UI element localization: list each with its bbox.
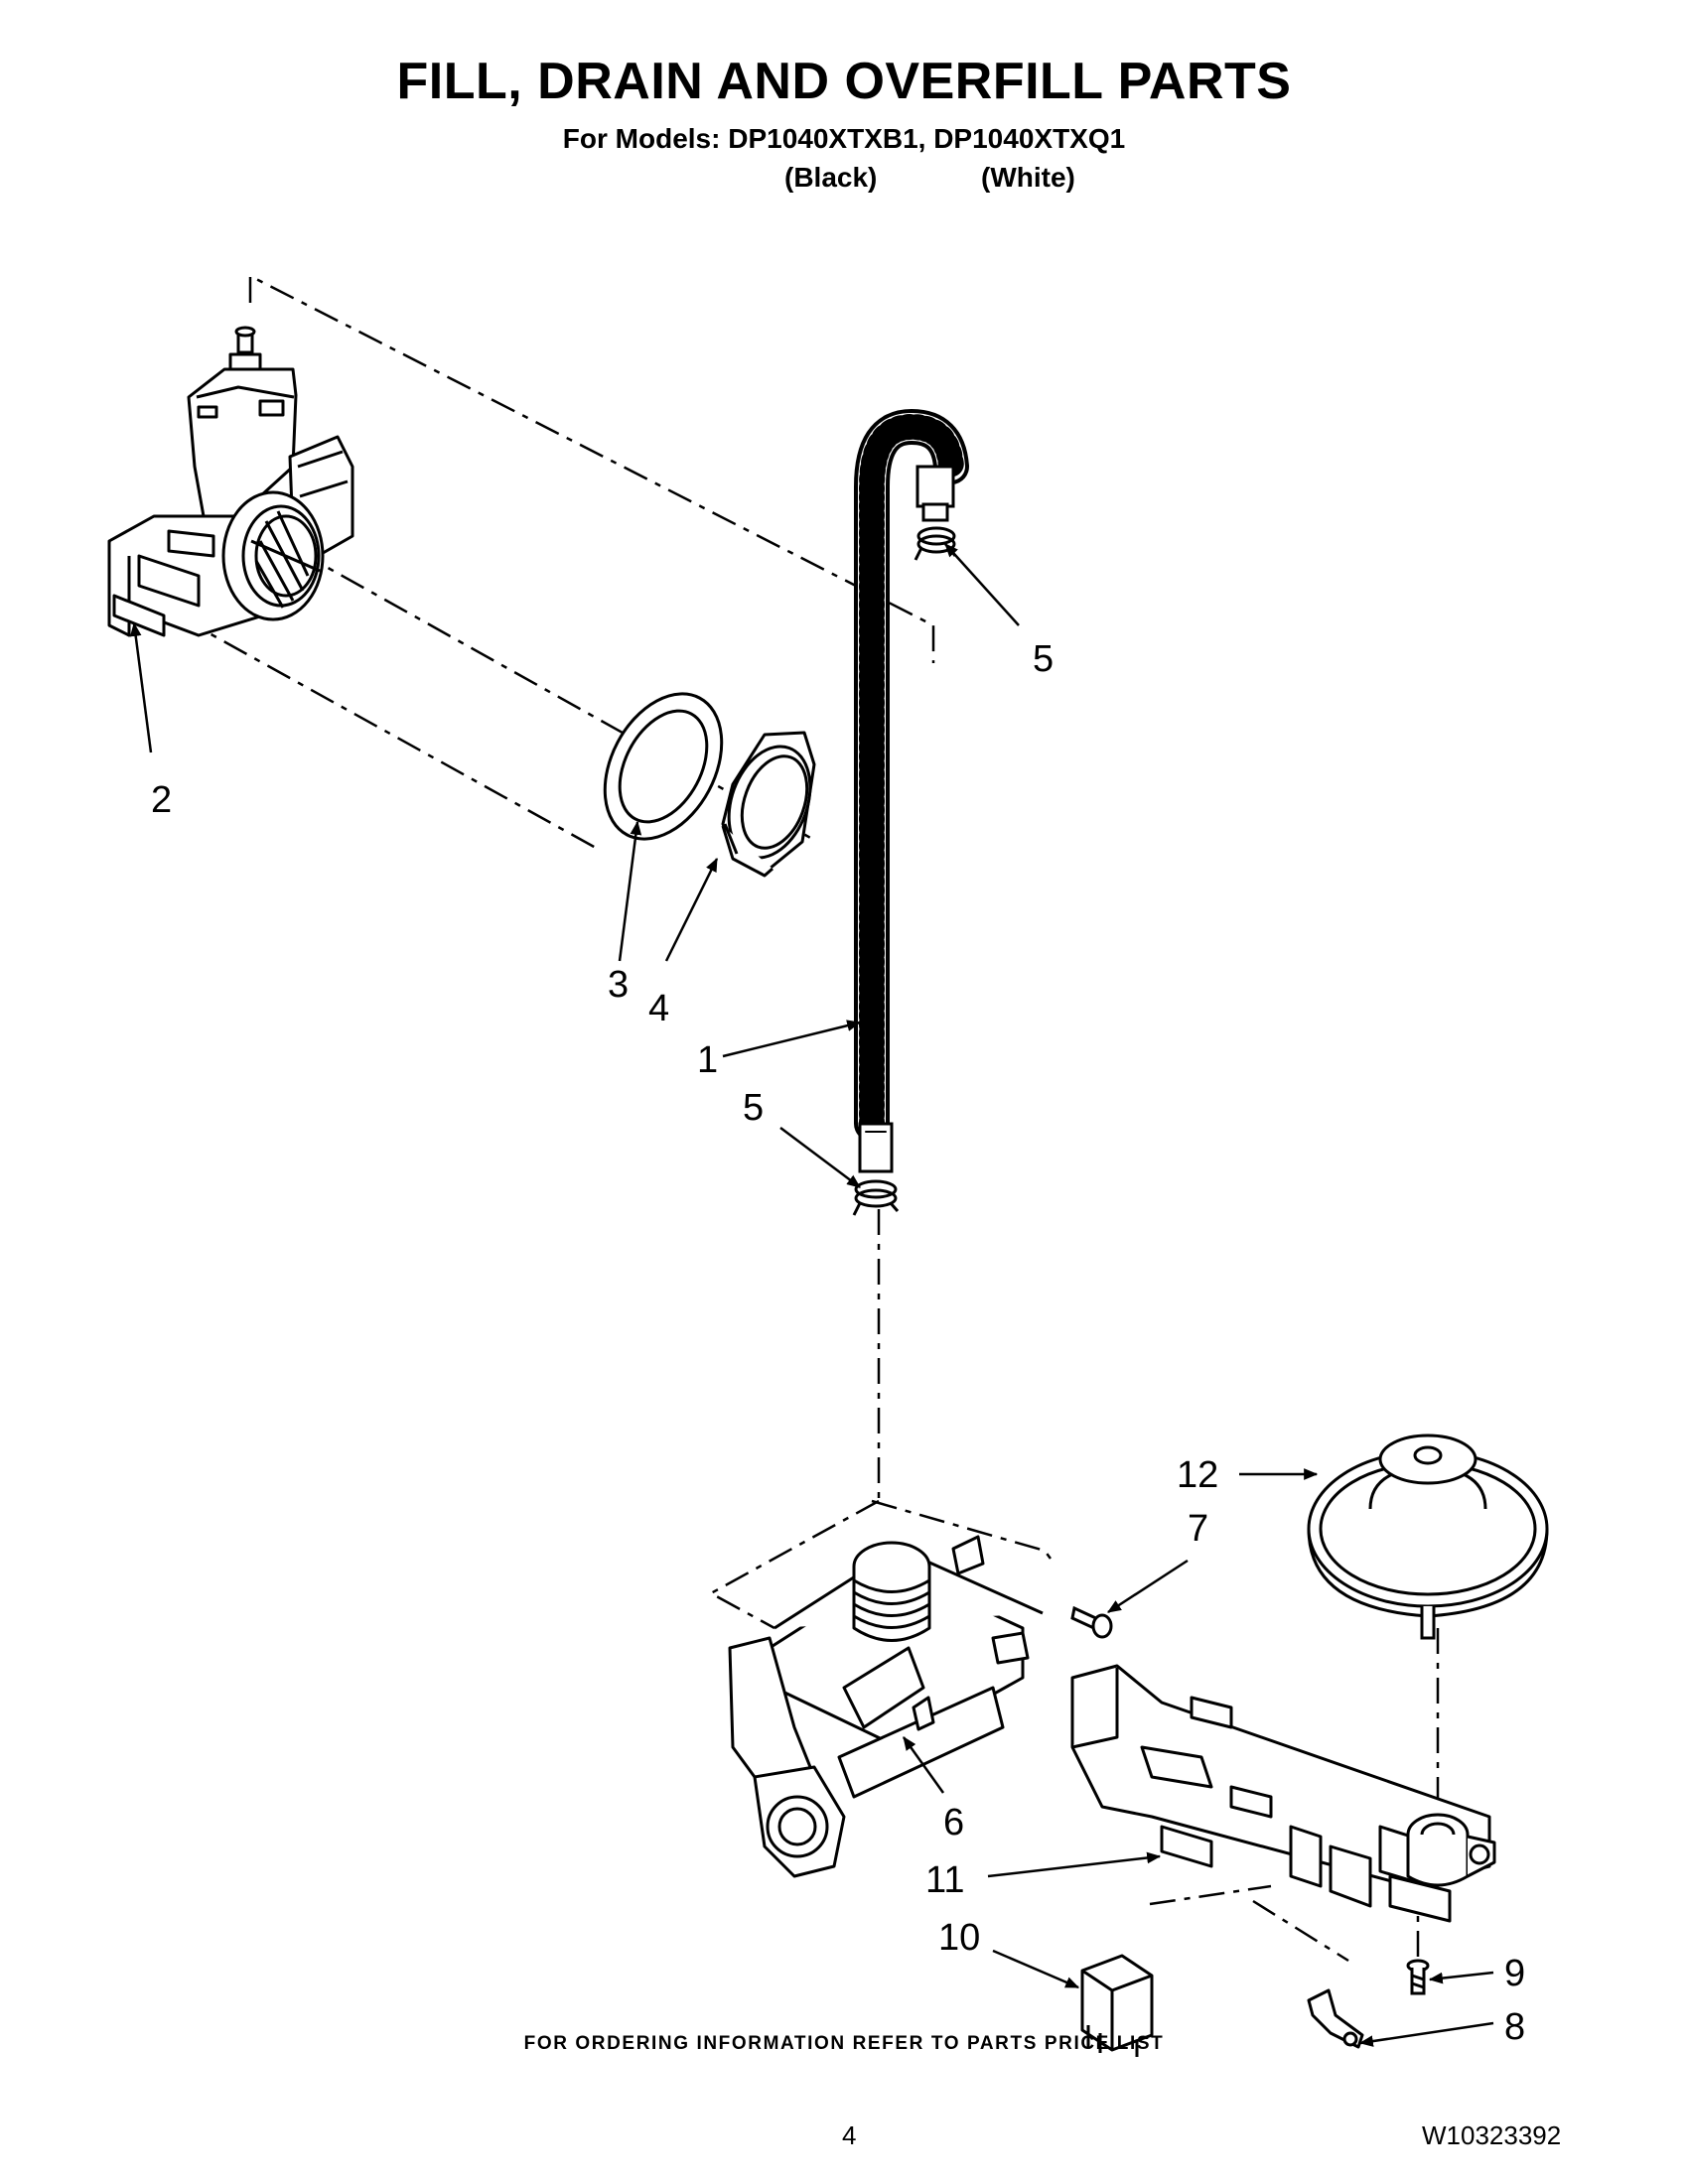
drain-pump-assembly	[728, 1535, 1044, 1878]
screw-part-9	[1406, 1959, 1430, 1995]
page-number: 4	[842, 2120, 857, 2150]
callout-6: 6	[943, 1802, 964, 1843]
callout-5-upper: 5	[1033, 638, 1054, 680]
overfill-switch	[1080, 1954, 1154, 2057]
hose-clamp-upper	[914, 526, 957, 561]
callout-10: 10	[938, 1917, 980, 1959]
callout-4: 4	[648, 988, 669, 1029]
document-number: W10323392	[1422, 2120, 1562, 2150]
float	[1307, 1433, 1549, 1640]
callout-8: 8	[1504, 2006, 1525, 2048]
fill-funnel-assembly	[107, 326, 354, 637]
hose-clamp-lower	[852, 1179, 900, 1216]
callout-12: 12	[1177, 1454, 1218, 1496]
color-label-white: (White)	[981, 162, 1075, 193]
gasket-ring	[603, 692, 724, 841]
screw-part-7	[1070, 1605, 1113, 1639]
callout-7: 7	[1188, 1508, 1208, 1550]
callout-2: 2	[151, 779, 172, 821]
assembly-dashed-lines	[180, 273, 1440, 1963]
callout-5-lower: 5	[743, 1087, 764, 1129]
leader-arrows	[129, 543, 1494, 2047]
color-label-black: (Black)	[784, 162, 878, 193]
callout-9: 9	[1504, 1953, 1525, 1994]
drain-hose	[854, 408, 969, 1173]
callout-1: 1	[697, 1039, 718, 1081]
callout-3: 3	[608, 964, 629, 1006]
hex-nut	[721, 731, 816, 878]
callout-11: 11	[925, 1859, 964, 1901]
float-housing	[1070, 1664, 1496, 1923]
page-title: FILL, DRAIN AND OVERFILL PARTS	[396, 53, 1292, 110]
callout-labels: 2 3 4 1 5 5 6 7 12 11 10 9 8	[151, 638, 1525, 2048]
models-line: For Models: DP1040XTXB1, DP1040XTXQ1	[562, 123, 1126, 154]
ordering-note: FOR ORDERING INFORMATION REFER TO PARTS …	[523, 2033, 1165, 2054]
